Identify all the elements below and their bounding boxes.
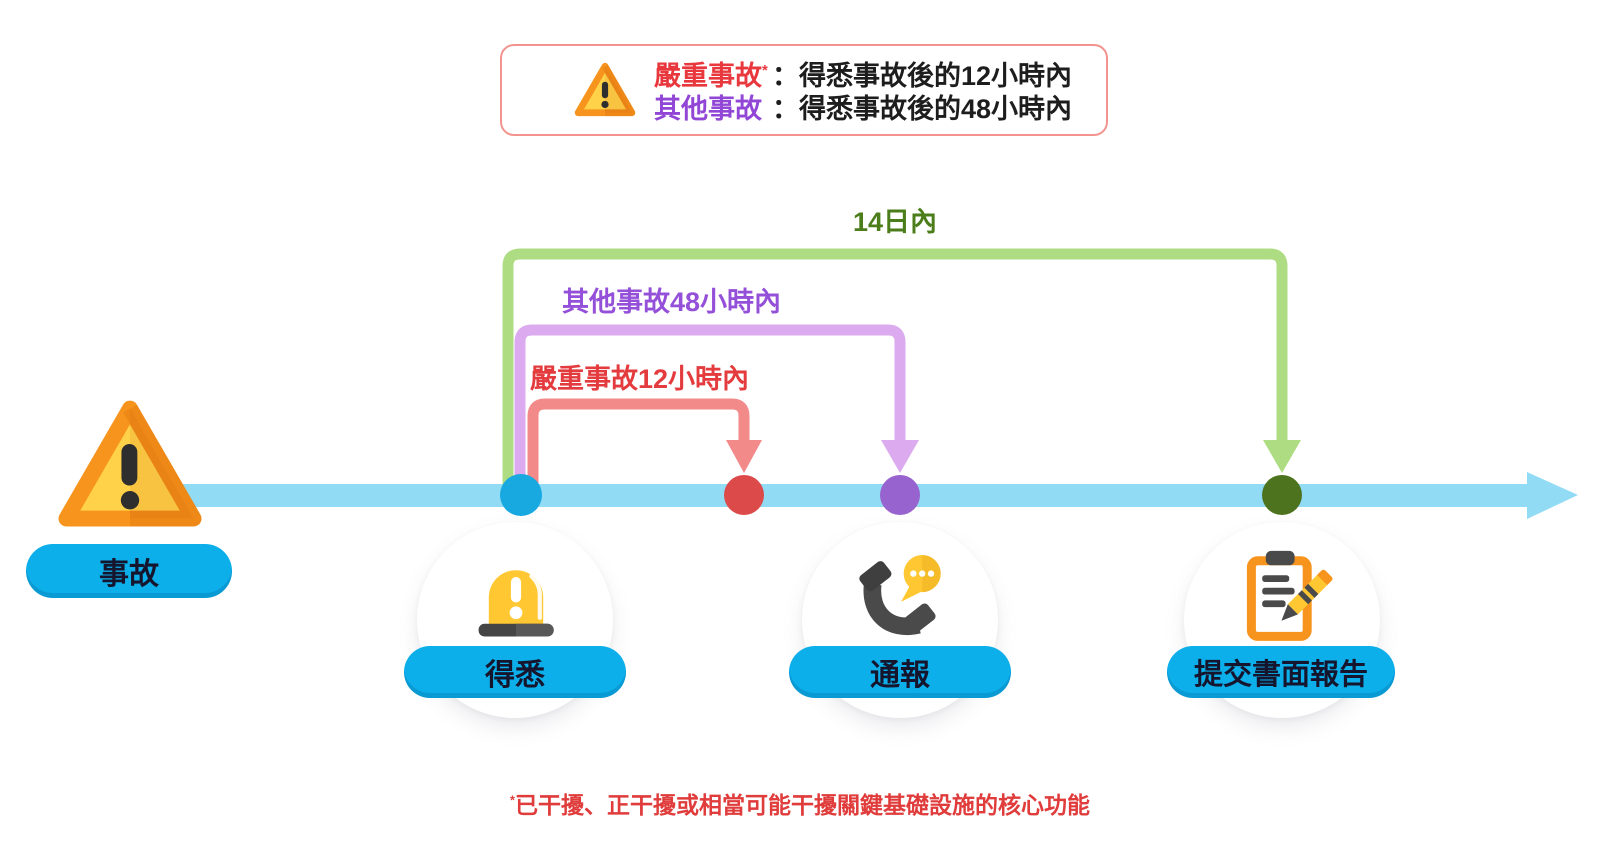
legend-serious-rest: ：得悉事故後的12小時內: [772, 60, 1073, 91]
pill-report-label: 提交書面報告: [1193, 659, 1368, 691]
phone-call-icon: [859, 555, 941, 635]
pill-report: 提交書面報告: [1167, 646, 1395, 698]
legend-other-term: 其他事故: [654, 93, 762, 124]
pill-aware-label: 得悉: [485, 659, 545, 692]
timeline-arrowhead-icon: [1527, 472, 1578, 519]
pill-aware: 得悉: [404, 646, 626, 698]
bracket-14-days-arrowhead-icon: [1263, 440, 1301, 473]
warning-triangle-icon: [574, 62, 636, 116]
pill-incident: 事故: [26, 544, 232, 598]
label-12-hours: 嚴重事故12小時內: [530, 364, 750, 394]
legend-text: 嚴重事故*：得悉事故後的12小時內 其他事故 ：得悉事故後的48小時內: [654, 55, 1072, 126]
footnote-text: 已干擾、正干擾或相當可能干擾關鍵基礎設施的核心功能: [514, 792, 1090, 818]
clipboard-pencil-icon: [1246, 550, 1333, 641]
alarm-siren-icon: [478, 570, 554, 637]
legend-serious-term: 嚴重事故*: [654, 60, 768, 91]
footnote-asterisk: *: [510, 793, 515, 808]
dot-12-hours: [724, 475, 764, 515]
legend-other-rest: ：得悉事故後的48小時內: [772, 93, 1073, 124]
pill-incident-label: 事故: [99, 558, 159, 591]
dot-aware: [500, 474, 542, 516]
legend-box: 嚴重事故*：得悉事故後的12小時內 其他事故 ：得悉事故後的48小時內: [500, 44, 1108, 136]
bracket-12-hours: [527, 398, 750, 496]
bracket-48-hours-arrowhead-icon: [881, 440, 919, 473]
timeline-bar: [170, 484, 1527, 507]
pill-notify: 通報: [789, 646, 1011, 698]
incident-warning-triangle-icon: [58, 400, 202, 527]
label-14-days: 14日內: [852, 207, 938, 237]
bracket-48-hours: [514, 324, 906, 496]
legend-line-serious: 嚴重事故*：得悉事故後的12小時內: [654, 55, 1072, 93]
bracket-14-days: [502, 248, 1288, 496]
dot-48-hours: [880, 475, 920, 515]
footnote: *已干擾、正干擾或相當可能干擾關鍵基礎設施的核心功能: [0, 786, 1600, 820]
label-48-hours: 其他事故48小時內: [562, 287, 782, 317]
bracket-12-hours-arrowhead-icon: [726, 440, 762, 473]
legend-line-other: 其他事故 ：得悉事故後的48小時內: [654, 93, 1072, 126]
dot-report: [1262, 475, 1302, 515]
asterisk-mark: *: [762, 62, 768, 79]
pill-notify-label: 通報: [870, 659, 930, 692]
